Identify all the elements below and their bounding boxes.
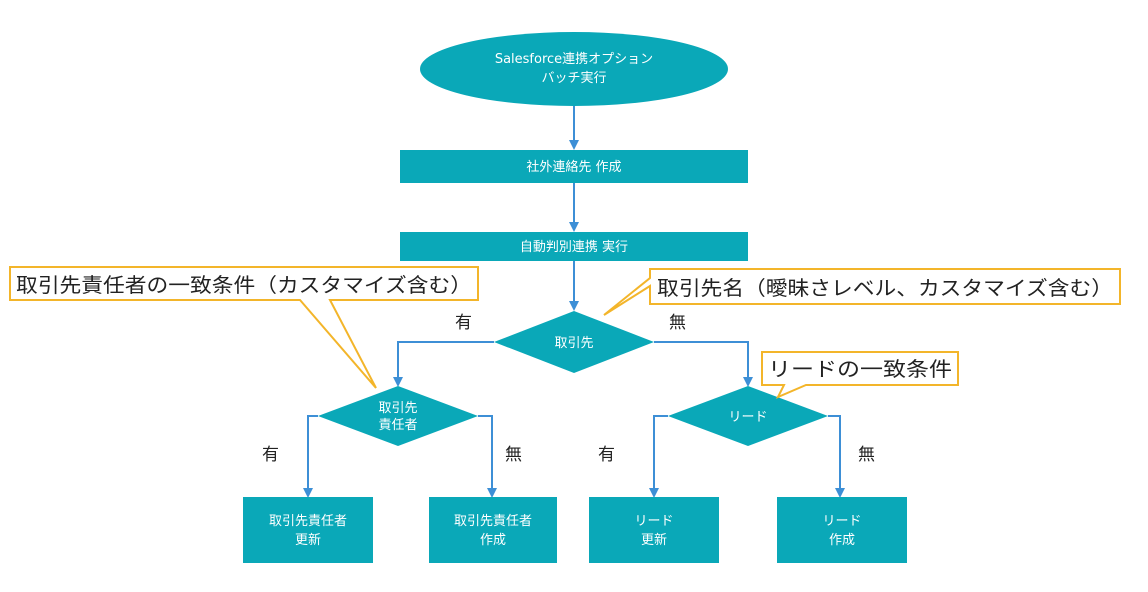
branch-lead-yes: 有	[598, 445, 615, 465]
update-contact-line1: 取引先責任者	[269, 514, 347, 529]
lead-decision-label: リード	[728, 410, 767, 425]
account-decision: 取引先	[494, 311, 654, 373]
account-label: 取引先	[554, 336, 593, 351]
create-contact-person-rect	[429, 497, 557, 563]
start-line2: バッチ実行	[541, 70, 606, 86]
branch-contact-no: 無	[505, 445, 522, 465]
update-contact-line2: 更新	[295, 532, 321, 548]
contact-decision-line2: 責任者	[378, 418, 417, 433]
create-contact-rect	[400, 150, 748, 183]
callout-contact-text: 取引先責任者の一致条件（カスタマイズ含む）	[16, 273, 472, 297]
start-node: Salesforce連携オプション バッチ実行	[420, 32, 728, 106]
edges	[303, 105, 845, 498]
lead-diamond	[668, 386, 828, 446]
branch-contact-yes: 有	[262, 445, 279, 465]
create-contact-person-line1: 取引先責任者	[454, 514, 532, 529]
auto-match-node: 自動判別連携 実行	[400, 232, 748, 261]
create-lead-line2: 作成	[829, 533, 855, 548]
start-line1: Salesforce連携オプション	[495, 51, 653, 67]
contact-decision-line1: 取引先	[378, 401, 417, 416]
callout-lead-text: リードの一致条件	[768, 357, 952, 381]
update-lead-rect	[589, 497, 719, 563]
start-ellipse	[420, 32, 728, 106]
edge-account-yes	[393, 341, 494, 387]
edge-account-no	[654, 341, 753, 387]
update-lead-line1: リード	[634, 514, 673, 529]
create-contact-node: 社外連絡先 作成	[400, 150, 748, 183]
create-lead-node: リード 作成	[777, 497, 907, 563]
account-diamond	[494, 311, 654, 373]
create-contact-label: 社外連絡先 作成	[526, 159, 621, 175]
auto-match-label: 自動判別連携 実行	[520, 239, 628, 255]
edge-contact-no	[478, 415, 497, 498]
lead-decision: リード	[668, 386, 828, 446]
edge-lead-yes	[649, 415, 668, 498]
callout-lead-conditions: リードの一致条件	[761, 351, 959, 399]
branch-account-yes: 有	[455, 313, 472, 333]
edge-contact-yes	[303, 415, 318, 498]
create-contact-person-line2: 作成	[480, 533, 506, 548]
branch-lead-no: 無	[858, 445, 875, 465]
edge-lead-no	[828, 415, 845, 498]
update-lead-line2: 更新	[641, 532, 667, 548]
branch-account-no: 無	[669, 313, 686, 333]
auto-match-rect	[400, 232, 748, 261]
callout-contact-conditions: 取引先責任者の一致条件（カスタマイズ含む）	[9, 266, 479, 389]
callout-account-shape	[603, 268, 1121, 316]
callout-contact-shape	[9, 266, 479, 389]
update-contact-rect	[243, 497, 373, 563]
update-lead-node: リード 更新	[589, 497, 719, 563]
contact-diamond	[318, 386, 478, 446]
update-contact-node: 取引先責任者 更新	[243, 497, 373, 563]
callout-account-name: 取引先名（曖昧さレベル、カスタマイズ含む）	[603, 268, 1121, 316]
create-lead-line1: リード	[822, 514, 861, 529]
create-lead-rect	[777, 497, 907, 563]
create-contact-person-node: 取引先責任者 作成	[429, 497, 557, 563]
callout-account-text: 取引先名（曖昧さレベル、カスタマイズ含む）	[657, 276, 1113, 300]
callout-lead-shape	[761, 351, 959, 399]
contact-decision: 取引先 責任者	[318, 386, 478, 446]
